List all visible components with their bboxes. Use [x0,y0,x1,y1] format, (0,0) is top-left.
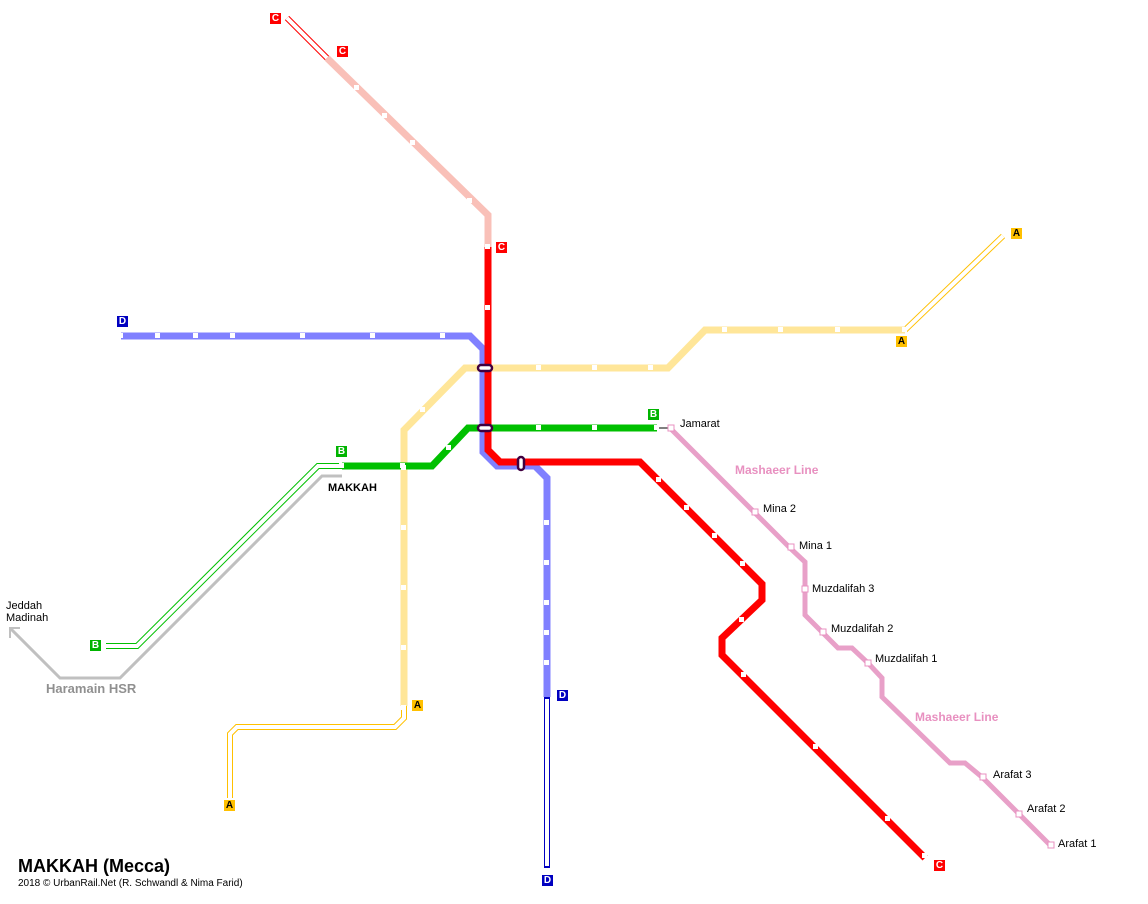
mashaeer-label: Mashaeer Line [735,463,819,477]
madinah-label: Madinah [6,612,49,624]
mashaeer-line [668,426,1052,847]
map-title: MAKKAH (Mecca) [18,856,171,876]
line-b-badge: B [336,446,347,457]
hsr-arrow-icon [9,627,20,638]
line-a-planned-sw [227,706,407,798]
station-muzdalifah-1: Muzdalifah 1 [875,653,938,665]
stations [118,85,927,858]
station-muzdalifah-3: Muzdalifah 3 [812,583,875,595]
interchanges [476,363,526,472]
line-d-badge: D [542,875,553,886]
line-c-planned [324,55,492,247]
line-a-badge: A [1011,228,1022,239]
line-a-badge: A [412,700,423,711]
line-c-badge: C [934,860,945,871]
line-a-badge: A [224,800,235,811]
line-c [484,247,928,861]
line-c-badge: C [270,13,281,24]
line-d-badge: D [557,690,568,701]
station-mina-2: Mina 2 [763,503,797,515]
line-b-badge: B [90,640,101,651]
credit: 2018 © UrbanRail.Net (R. Schwandl & Nima… [18,878,243,889]
line-a [400,326,905,706]
line-d-badge: D [117,316,128,327]
station-arafat-3: Arafat 3 [993,769,1032,781]
station-jamarat: Jamarat [680,418,720,430]
station-arafat-1: Arafat 1 [1058,838,1097,850]
mashaeer-stations [667,424,1055,849]
hsr-label: Haramain HSR [46,681,137,696]
haramain-hsr-line [8,474,342,680]
line-c-badge: C [337,46,348,57]
jeddah-label: Jeddah [6,600,43,612]
makkah-label: MAKKAH [328,482,377,494]
station-mina-1: Mina 1 [799,540,833,552]
station-muzdalifah-2: Muzdalifah 2 [831,623,894,635]
line-c-badge: C [496,242,507,253]
mashaeer-label: Mashaeer Line [915,710,999,724]
line-a-badge: A [896,336,907,347]
line-b-badge: B [648,409,659,420]
station-arafat-2: Arafat 2 [1027,803,1066,815]
line-d [121,332,551,697]
